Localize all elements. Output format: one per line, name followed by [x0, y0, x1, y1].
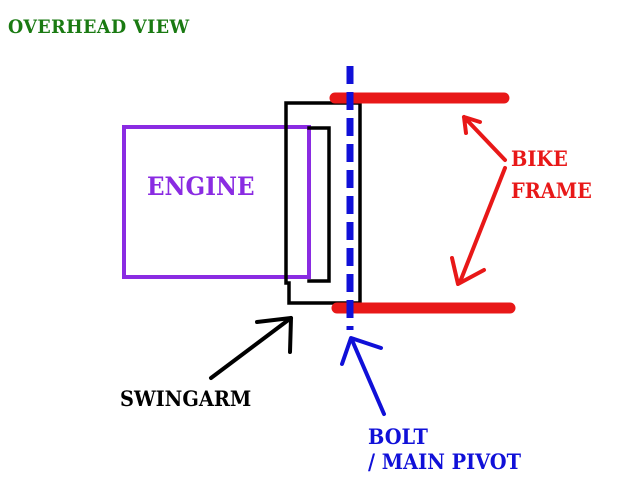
frame-arrow-head-bottom: [450, 256, 486, 286]
swingarm-label: SWINGARM: [120, 386, 252, 411]
frame-arrow-shaft: [458, 166, 507, 284]
diagram-title: OVERHEAD VIEW: [8, 16, 190, 38]
bolt-pivot-label: BOLT / MAIN PIVOT: [368, 424, 521, 474]
bike-frame-label-line1: BIKE: [511, 146, 568, 171]
bolt-arrow-head: [340, 336, 383, 366]
swingarm-outline: [284, 101, 362, 305]
bolt-label-line2: / MAIN PIVOT: [368, 449, 522, 474]
engine-label: ENGINE: [147, 172, 255, 201]
engine-box: [122, 125, 311, 279]
swingarm-arrow-head: [255, 316, 293, 354]
bike-frame-label: BIKE FRAME: [511, 143, 592, 207]
swingarm-arrow-shaft: [209, 316, 293, 380]
bike-frame-label-line2: FRAME: [511, 178, 592, 203]
bolt-arrow-shaft: [350, 338, 386, 416]
frame-arrow-head-top: [462, 115, 507, 162]
bolt-label-line1: BOLT: [368, 424, 428, 449]
